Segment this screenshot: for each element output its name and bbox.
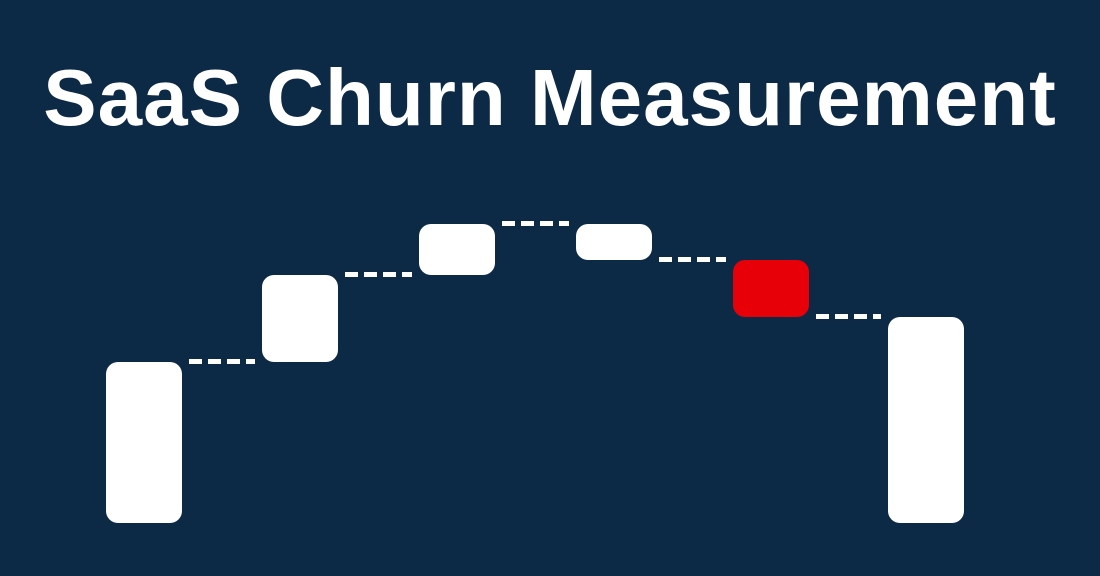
dashed-connector-1: [189, 359, 255, 364]
waterfall-bar-1: [106, 362, 182, 523]
waterfall-bar-2: [262, 275, 338, 362]
waterfall-bar-4: [576, 224, 652, 260]
dashed-connector-4: [659, 257, 726, 262]
total-bar: [888, 317, 964, 523]
page-title: SaaS Churn Measurement: [43, 53, 1057, 142]
churn-bar: [733, 260, 809, 317]
waterfall-bar-3: [419, 224, 495, 275]
dashed-connector-3: [502, 221, 569, 226]
dashed-connector-5: [816, 314, 881, 319]
dashed-connector-2: [345, 272, 412, 277]
